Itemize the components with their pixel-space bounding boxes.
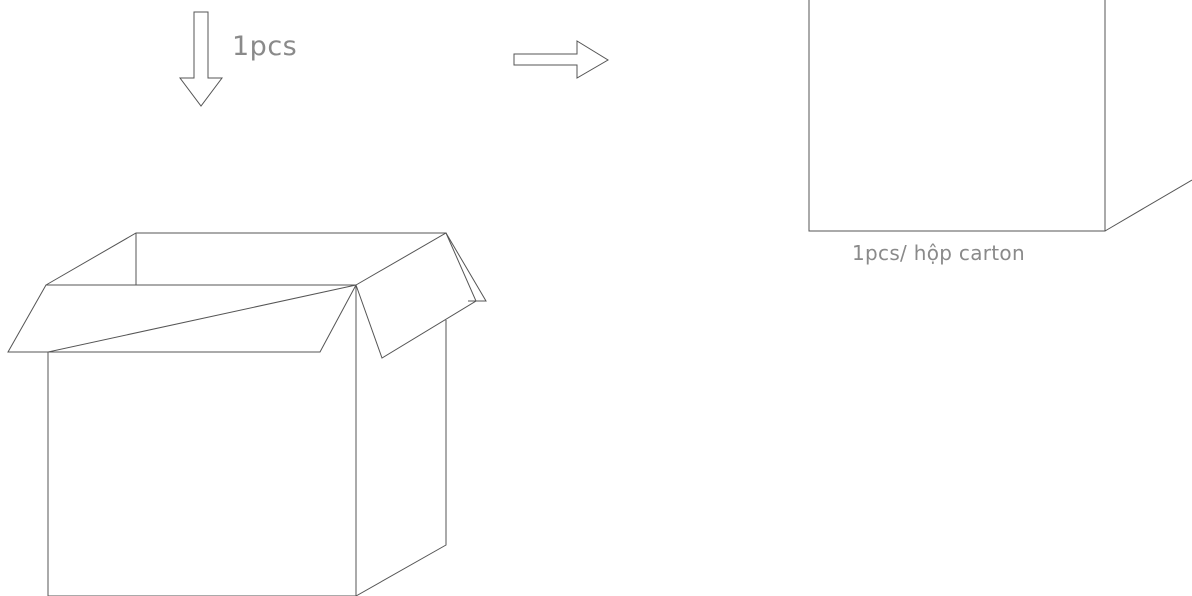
quantity-label: 1pcs [232, 31, 297, 62]
closed-box-front [809, 0, 1105, 231]
closed-box-illustration [809, 0, 1192, 231]
box-right-flap [356, 233, 476, 358]
box-back-rim [46, 233, 446, 285]
box-front-flap [8, 285, 356, 352]
box-front-face [48, 285, 356, 596]
closed-box-side [1105, 180, 1192, 231]
box-right-side [356, 320, 446, 596]
open-box-illustration [8, 233, 486, 596]
box-back-flap [446, 233, 486, 301]
down-arrow-icon [180, 12, 222, 106]
carton-label: 1pcs/ hộp carton [852, 241, 1025, 265]
right-arrow-icon [514, 41, 608, 78]
